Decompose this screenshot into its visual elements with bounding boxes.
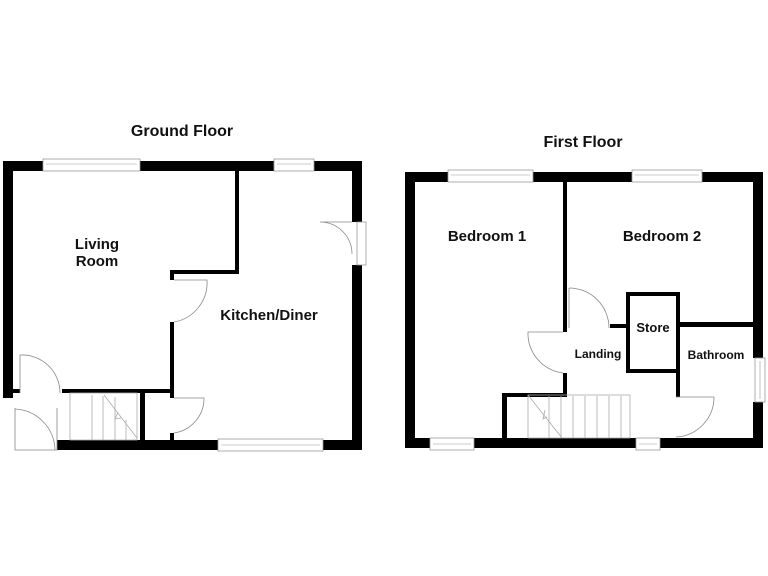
room-label-living-room-line2: Room — [76, 253, 119, 270]
first-floor-stairs — [527, 394, 631, 439]
ground-floor-walls — [3, 161, 362, 450]
first-floor-walls — [405, 172, 763, 448]
first-floor-title: First Floor — [543, 134, 622, 151]
first-floor-plan: First Floor — [405, 134, 766, 451]
ground-floor-plan: Ground Floor — [3, 123, 367, 452]
first-floor-windows — [429, 169, 766, 451]
room-label-store: Store — [636, 320, 669, 335]
room-label-kitchen-diner: Kitchen/Diner — [220, 307, 318, 324]
room-label-living-room-line1: Living — [75, 236, 119, 253]
room-label-bathroom: Bathroom — [688, 348, 745, 362]
ground-floor-doors — [14, 221, 353, 451]
room-label-bedroom-1: Bedroom 1 — [448, 228, 526, 245]
room-label-landing: Landing — [575, 347, 622, 361]
ground-floor-stairs — [69, 392, 138, 441]
first-floor-doors — [527, 287, 715, 438]
room-label-bedroom-2: Bedroom 2 — [623, 228, 701, 245]
ground-floor-title: Ground Floor — [131, 123, 233, 140]
ground-floor-windows — [42, 158, 367, 452]
